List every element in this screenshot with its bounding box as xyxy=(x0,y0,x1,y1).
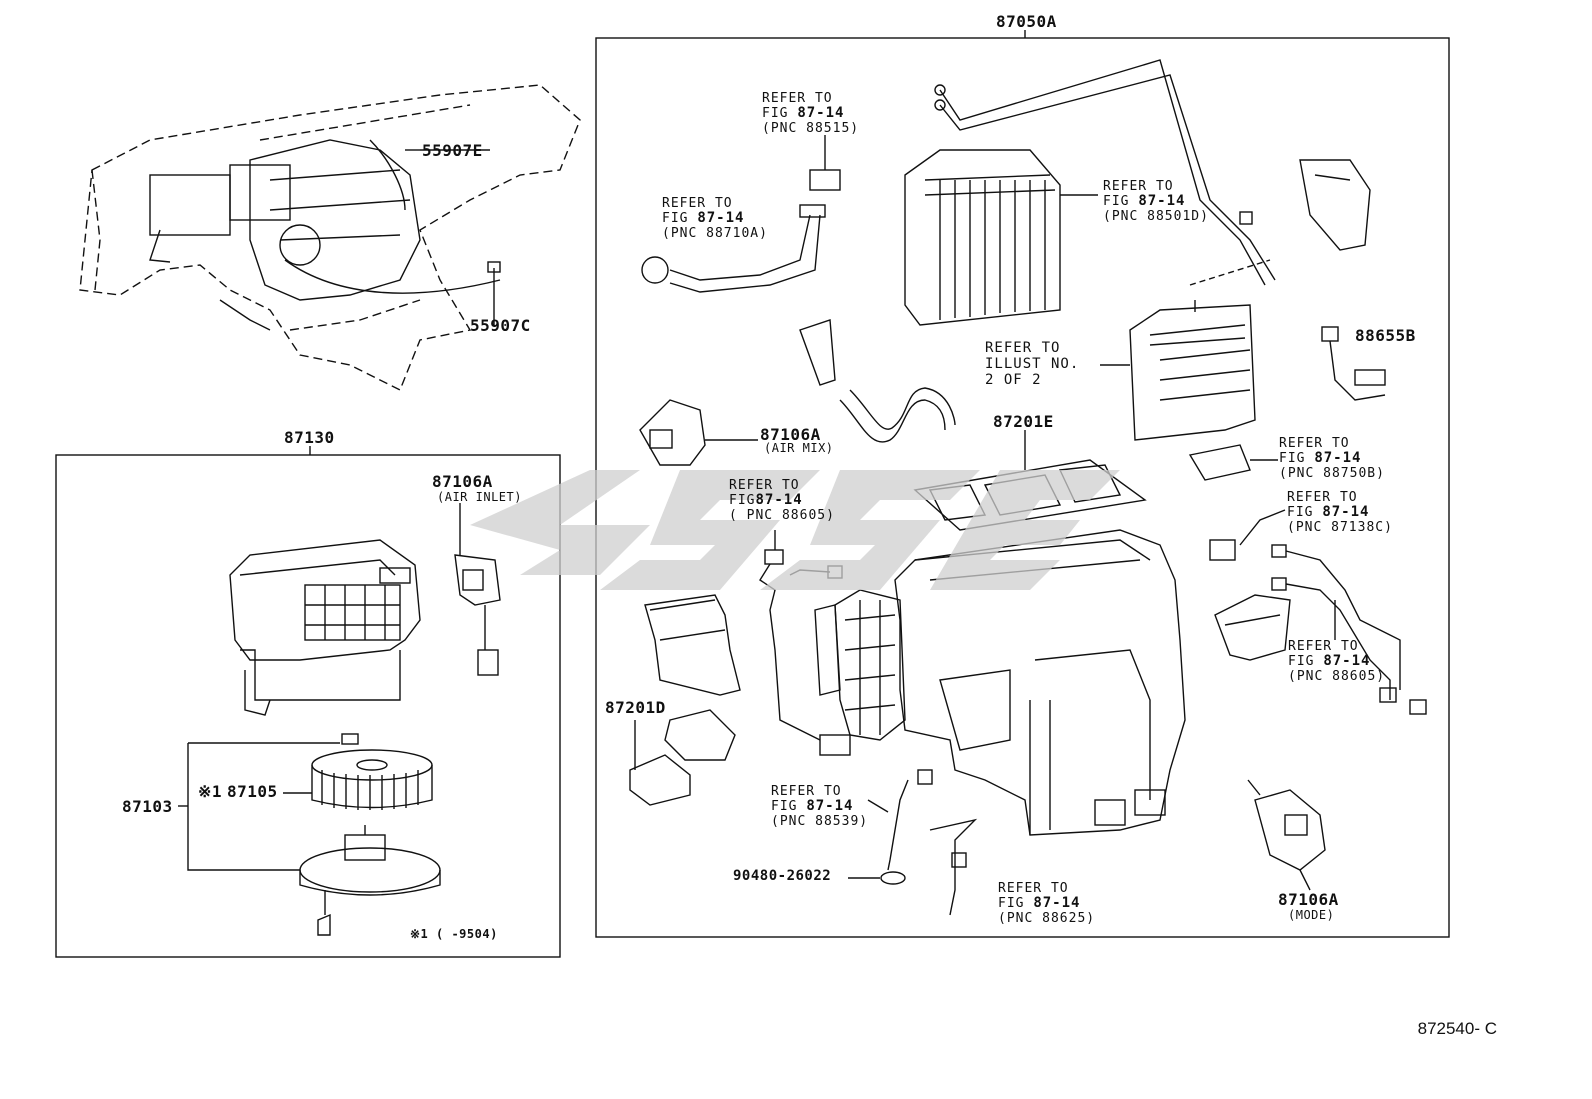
refer-note-88539: REFER TO FIG 87-14 (PNC 88539) xyxy=(771,784,869,829)
cover-bracket xyxy=(1299,159,1371,251)
part-label-87105: 87105 xyxy=(227,782,278,801)
refer-note-88625: REFER TO FIG 87-14 (PNC 88625) xyxy=(998,881,1096,926)
part-label-55907C: 55907C xyxy=(470,316,531,335)
bracket-87103 xyxy=(178,742,340,871)
refer-note-88515: REFER TO FIG 87-14 (PNC 88515) xyxy=(762,91,860,136)
blower-housing-87130 xyxy=(229,539,421,716)
note-mode: (MODE) xyxy=(1288,908,1335,922)
outlet-nozzle xyxy=(1214,594,1291,661)
evaporator-pipes xyxy=(934,59,1276,286)
refer-note-88605-right: REFER TO FIG 87-14 (PNC 88605) xyxy=(1288,639,1386,684)
note-air-inlet: (AIR INLET) xyxy=(437,490,522,504)
part-label-90480-26022: 90480-26022 xyxy=(733,868,832,884)
refer-note-88710A: REFER TO FIG 87-14 (PNC 88710A) xyxy=(662,196,768,241)
servo-87106A-air-mix xyxy=(639,399,758,466)
footnote-9504: ※1 ( -9504) xyxy=(410,927,498,941)
hvac-case xyxy=(894,529,1186,836)
part-label-87106A-air-mix: 87106A xyxy=(760,425,821,444)
refer-note-88501D: REFER TO FIG 87-14 (PNC 88501D) xyxy=(1103,179,1209,224)
part-label-87201E: 87201E xyxy=(993,412,1054,431)
mark-87105: ※1 xyxy=(198,782,223,801)
evaporator-core xyxy=(904,149,1098,326)
part-label-87201D: 87201D xyxy=(605,698,666,717)
refer-note-illust: REFER TO ILLUST NO. 2 OF 2 xyxy=(985,340,1080,388)
grommet-90480 xyxy=(848,871,906,885)
part-label-87106A-air-inlet: 87106A xyxy=(432,472,493,491)
side-panel xyxy=(814,589,906,741)
part-label-87106A-mode: 87106A xyxy=(1278,890,1339,909)
dashboard-illustration xyxy=(79,84,581,391)
servo-87106A-mode xyxy=(1247,779,1326,891)
part-label-55907E: 55907E xyxy=(422,141,483,160)
part-label-88655B: 88655B xyxy=(1355,326,1416,345)
fan-wheel-87105 xyxy=(311,733,433,810)
drain-hose xyxy=(799,319,956,443)
pipe-88710A xyxy=(641,204,826,293)
group-label-87050A: 87050A xyxy=(996,12,1057,31)
resistor-88750B xyxy=(1188,444,1278,481)
watermark-logo xyxy=(470,470,1120,590)
sensor-88625 xyxy=(929,818,978,916)
connector-87138C xyxy=(1209,509,1286,561)
heater-core xyxy=(1100,259,1271,441)
refer-note-87138C: REFER TO FIG 87-14 (PNC 87138C) xyxy=(1287,490,1393,535)
duct-87201D xyxy=(629,594,741,806)
dashboard-hvac-unit xyxy=(149,139,501,331)
sensor-88655B xyxy=(1321,326,1386,401)
figure-code: 872540- C xyxy=(1417,1019,1497,1038)
blower-motor xyxy=(299,825,441,936)
frame-87130 xyxy=(55,454,561,958)
group-label-87130: 87130 xyxy=(284,428,335,447)
servo-87106A-air-inlet xyxy=(454,503,501,676)
switch-88515 xyxy=(809,135,841,191)
sensor-88539 xyxy=(867,769,933,871)
part-label-87103: 87103 xyxy=(122,797,173,816)
refer-note-88605-left: REFER TO FIG87-14 ( PNC 88605) xyxy=(729,478,835,523)
wire-harness-88605-right xyxy=(1271,544,1427,715)
note-air-mix: (AIR MIX) xyxy=(764,441,834,455)
refer-note-88750B: REFER TO FIG 87-14 (PNC 88750B) xyxy=(1279,436,1385,481)
